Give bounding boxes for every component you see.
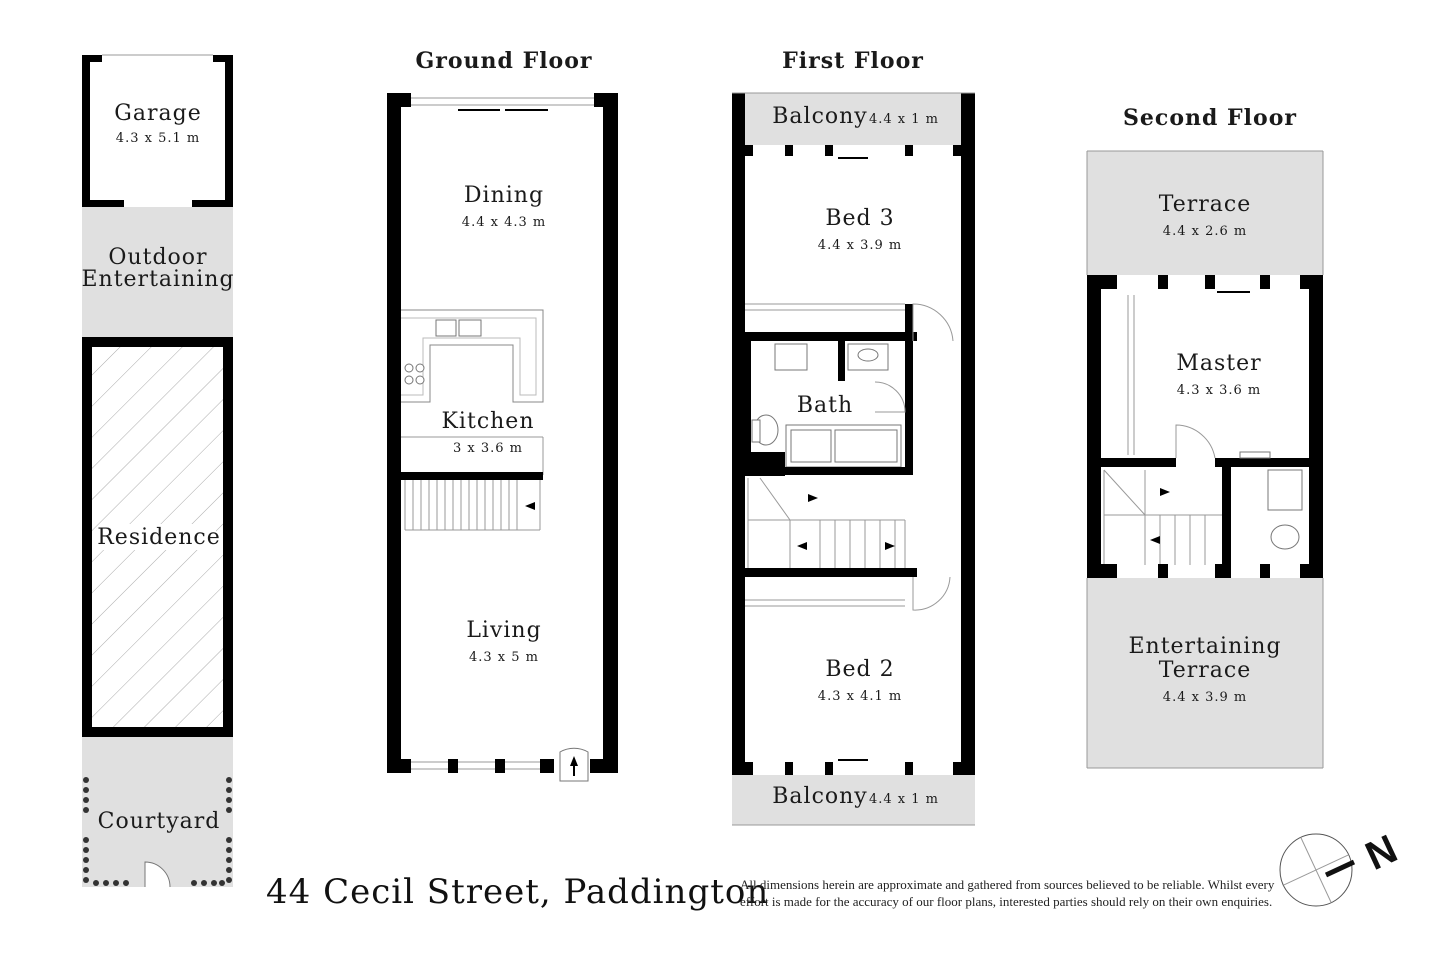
second-floor: Second Floor Terrace 4.4 x 2.6 m	[1086, 105, 1324, 769]
balcony-bottom-dim: 4.4 x 1 m	[869, 792, 939, 807]
balcony-top-label: Balcony	[772, 104, 867, 129]
property-address: 44 Cecil Street, Paddington	[266, 872, 770, 912]
bed3-label: Bed 3	[825, 206, 894, 231]
ground-floor: Ground Floor	[387, 48, 618, 782]
garage-label: Garage	[114, 101, 201, 126]
dining-label: Dining	[464, 183, 544, 208]
master-label: Master	[1176, 351, 1261, 376]
kitchen-dim: 3 x 3.6 m	[453, 441, 523, 456]
residence-label: Residence	[97, 525, 221, 550]
kitchen-label: Kitchen	[442, 409, 535, 434]
site-plan: Garage 4.3 x 5.1 m Outdoor Entertaining …	[81, 54, 234, 888]
master-dim: 4.3 x 3.6 m	[1177, 383, 1261, 398]
bed2-dim: 4.3 x 4.1 m	[818, 689, 902, 704]
living-label: Living	[466, 618, 541, 643]
first-stairs	[747, 477, 906, 570]
ground-floor-title: Ground Floor	[416, 48, 593, 74]
terrace-label: Terrace	[1159, 192, 1251, 217]
second-floor-title: Second Floor	[1123, 105, 1297, 131]
bed2-label: Bed 2	[825, 657, 894, 682]
outdoor-label-line2: Entertaining	[81, 267, 234, 292]
residence: Residence	[82, 337, 233, 737]
second-stairs	[1103, 469, 1222, 565]
disclaimer-text: All dimensions herein are approximate an…	[740, 877, 1275, 909]
garage-dim: 4.3 x 5.1 m	[116, 131, 200, 146]
dining-dim: 4.4 x 4.3 m	[462, 215, 546, 230]
bed3-dim: 4.4 x 3.9 m	[818, 238, 902, 253]
ent-terrace-dim: 4.4 x 3.9 m	[1163, 690, 1247, 705]
bath-label: Bath	[797, 393, 853, 418]
balcony-bottom-label: Balcony	[772, 784, 867, 809]
outdoor-label-line1: Outdoor	[108, 245, 207, 270]
terrace-dim: 4.4 x 2.6 m	[1163, 224, 1247, 239]
compass-label: N	[1359, 827, 1404, 879]
balcony-top-dim: 4.4 x 1 m	[869, 112, 939, 127]
first-floor-title: First Floor	[782, 48, 924, 74]
first-floor: First Floor Balcony 4.4 x 1 m	[732, 48, 975, 826]
living-dim: 4.3 x 5 m	[469, 650, 539, 665]
outdoor-entertaining: Outdoor Entertaining	[81, 207, 234, 337]
ent-terrace-label-line2: Terrace	[1159, 658, 1251, 683]
garage: Garage 4.3 x 5.1 m	[82, 54, 233, 207]
compass-icon: N	[1279, 827, 1404, 907]
ground-stairs	[404, 480, 541, 531]
ent-terrace-label-line1: Entertaining	[1128, 634, 1281, 659]
courtyard: Courtyard	[82, 737, 233, 888]
courtyard-label: Courtyard	[98, 809, 221, 834]
